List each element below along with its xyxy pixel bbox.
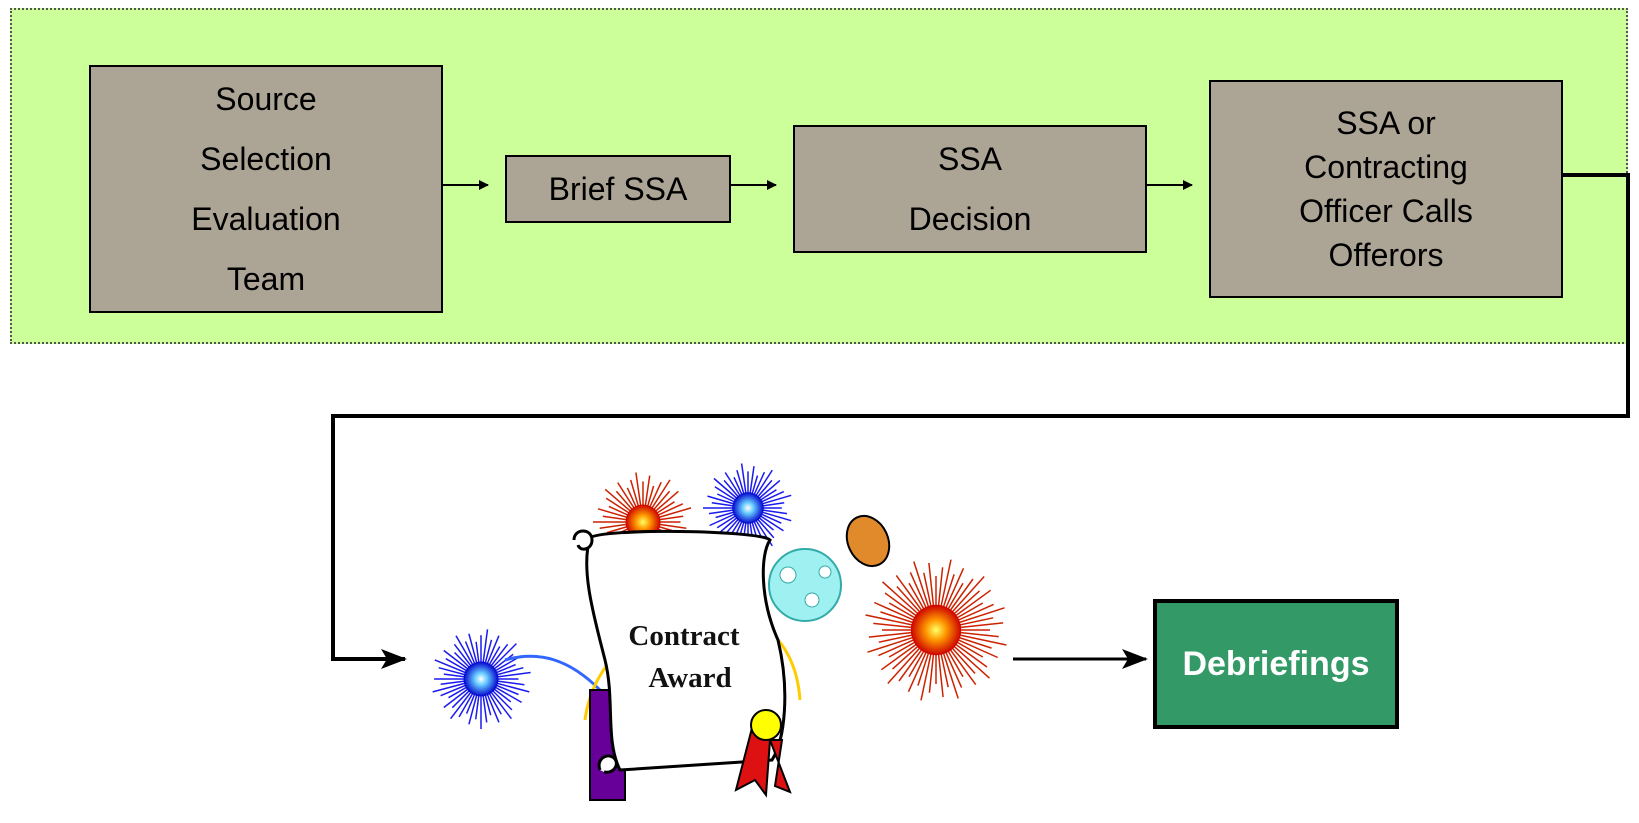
certificate-scroll-icon: Contract Award bbox=[572, 529, 787, 774]
step-label: SSA or Contracting Officer Calls Offeror… bbox=[1299, 105, 1473, 273]
party-popper-icon bbox=[768, 514, 891, 622]
step-evaluation-team: Source Selection Evaluation Team bbox=[89, 65, 443, 313]
step-label: Source Selection Evaluation Team bbox=[191, 81, 341, 297]
award-clipart: Contract Award bbox=[432, 463, 1007, 801]
firework-burst-icon bbox=[865, 559, 1007, 701]
step-label: SSA Decision bbox=[908, 141, 1032, 237]
step-label: Brief SSA bbox=[548, 171, 688, 207]
elbow-connector bbox=[331, 173, 1630, 669]
firework-burst-icon bbox=[432, 629, 531, 729]
ribbon-seal-icon bbox=[734, 709, 792, 798]
debriefings-label: Debriefings bbox=[1182, 644, 1370, 683]
award-line-2: Award bbox=[648, 662, 731, 694]
step-brief-ssa: Brief SSA bbox=[505, 155, 731, 223]
debriefings-box: Debriefings bbox=[1153, 599, 1399, 729]
award-line-1: Contract bbox=[628, 620, 739, 652]
step-call-offerors: SSA or Contracting Officer Calls Offeror… bbox=[1209, 80, 1563, 298]
step-ssa-decision: SSA Decision bbox=[793, 125, 1147, 253]
